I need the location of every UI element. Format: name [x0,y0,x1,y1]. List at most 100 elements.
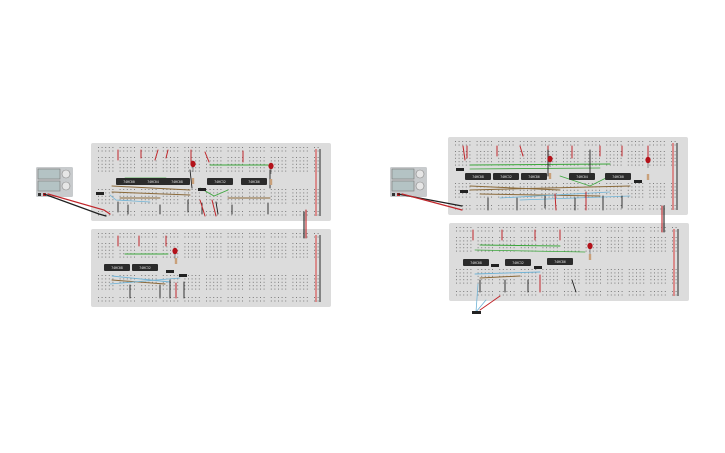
chip-body [493,173,519,180]
knob-icon[interactable] [61,181,71,191]
psu-screen [37,180,61,192]
switch[interactable] [534,266,542,269]
chip-label: 74HC08 [470,261,482,265]
chip-label: 74HC00 [123,180,135,184]
ic-chip: 74HC32 [207,178,233,185]
led-body [268,162,274,170]
wire[interactable] [43,193,107,217]
wire[interactable] [475,283,479,313]
ic-chip: 74HC32 [132,264,158,271]
knob-icon[interactable] [61,169,71,179]
ic-chip: 74HC08 [465,173,491,180]
power-supply[interactable] [390,167,427,197]
led[interactable] [645,156,651,168]
wire[interactable] [554,193,557,211]
led[interactable] [547,155,553,167]
chip-body [505,259,531,266]
chip-body [140,178,166,185]
wire[interactable] [111,279,166,285]
ic-chip: 74HC00 [605,173,631,180]
led[interactable] [587,242,593,254]
wire[interactable] [204,151,210,163]
wire[interactable] [469,185,561,191]
wire[interactable] [215,201,219,215]
wire[interactable] [571,279,577,293]
knob-icon[interactable] [415,169,425,179]
wire[interactable] [109,194,151,203]
switch[interactable] [96,192,104,195]
chip-label: 74HC32 [139,266,151,270]
wire[interactable] [111,185,191,191]
terminal-black[interactable] [392,193,395,196]
wire[interactable] [462,145,466,161]
psu-screen [391,180,415,192]
chip-label: 74HC32 [512,261,524,265]
power-supply[interactable] [36,167,73,197]
chip-body [569,173,595,180]
wire[interactable] [469,185,631,191]
wire[interactable] [109,277,181,285]
chip-body [547,258,573,265]
wire[interactable] [519,145,524,157]
switch[interactable] [472,311,481,314]
led-body [645,156,651,164]
chip-body [164,178,190,185]
switch[interactable] [491,264,499,267]
led[interactable] [190,160,196,172]
knob-icon[interactable] [415,181,425,191]
ic-chip: 74HC32 [505,259,531,266]
chip-label: 74HC04 [147,180,159,184]
switch[interactable] [179,274,187,277]
wire[interactable] [479,295,501,311]
chip-body [207,178,233,185]
resistor [588,254,592,260]
switch[interactable] [166,270,174,273]
chip-label: 74HC32 [500,175,512,179]
switch[interactable] [456,168,464,171]
wire[interactable] [199,199,206,217]
switch[interactable] [634,180,642,183]
hole-grid [98,147,319,216]
wire[interactable] [469,167,601,170]
wire[interactable] [479,244,561,247]
wire[interactable] [469,163,611,166]
wire[interactable] [475,299,487,313]
chip-body [241,178,267,185]
switch[interactable] [460,190,468,193]
chip-body [132,264,158,271]
switch[interactable] [198,188,206,191]
wire[interactable] [165,149,169,159]
breadboard [448,137,688,215]
wire[interactable] [479,275,521,279]
wire[interactable] [211,199,217,217]
led-body [190,160,196,168]
ic-chip: 74HC08 [164,178,190,185]
ic-chip: 74HC00 [116,178,142,185]
ic-chip: 74HC08 [104,264,130,271]
ic-chip: 74HC04 [569,173,595,180]
chip-body [116,178,142,185]
ic-chip: 74HC04 [140,178,166,185]
circuit-left: 74HC00 74HC04 74HC08 74HC32 74HC86 74HC08 74HC… [36,143,331,307]
wire[interactable] [474,249,586,253]
wire[interactable] [47,193,111,215]
wire[interactable] [479,193,601,197]
wire[interactable] [474,271,541,275]
wire[interactable] [111,191,191,196]
wire[interactable] [189,169,193,189]
chip-body [605,173,631,180]
wire[interactable] [401,193,463,211]
wire[interactable] [154,149,159,161]
hole-grid [98,233,319,302]
chip-label: 74HC86 [248,180,260,184]
terminal-black[interactable] [38,193,41,196]
led[interactable] [268,162,274,174]
breadboard-bottom [91,229,331,307]
wire[interactable] [111,275,171,283]
resistor [174,258,178,264]
chip-body [104,264,130,271]
chip-label: 74HC08 [472,175,484,179]
chip-label: 74HC00 [612,175,624,179]
